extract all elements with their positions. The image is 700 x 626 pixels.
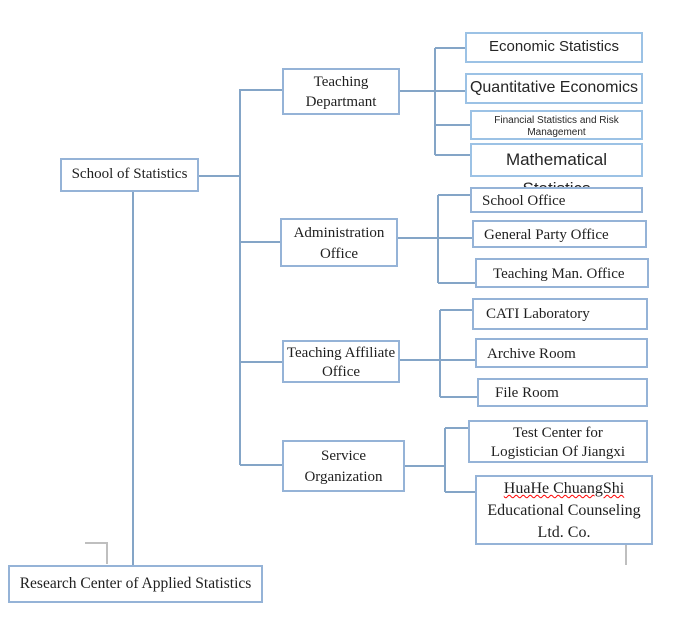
box-financial-statistics-risk-management: Financial Statistics and Risk Management <box>470 110 643 140</box>
box-service-organization: Service Organization <box>282 440 405 492</box>
box-teaching-department: Teaching Departmant <box>282 68 400 115</box>
box-mathematical-statistics: Mathematical Statistics <box>470 143 643 198</box>
box-cati-laboratory: CATI Laboratory <box>472 298 648 330</box>
huahe-misspelled-text: HuaHe ChuangShi <box>503 480 625 497</box>
huahe-rest-text: Educational Counseling Ltd. Co. <box>487 502 641 541</box>
box-general-party-office: General Party Office <box>472 220 647 248</box>
box-administration-office: Administration Office <box>280 218 398 267</box>
box-school-office: School Office <box>470 187 643 213</box>
box-archive-room: Archive Room <box>475 338 648 368</box>
box-test-center-logistician-jiangxi: Test Center for Logistician Of Jiangxi <box>468 420 648 463</box>
box-economic-statistics: Economic Statistics <box>465 32 643 63</box>
box-quantitative-economics: Quantitative Economics <box>465 73 643 104</box>
box-school-of-statistics: School of Statistics <box>60 158 199 192</box>
box-teaching-man-office: Teaching Man. Office <box>475 258 649 288</box>
box-teaching-affiliate-office: Teaching Affiliate Office <box>282 340 400 383</box>
blue-connectors <box>132 47 477 565</box>
gray-connectors <box>85 542 627 565</box>
box-file-room: File Room <box>477 378 648 407</box>
box-research-center-applied-statistics: Research Center of Applied Statistics <box>8 565 263 603</box>
